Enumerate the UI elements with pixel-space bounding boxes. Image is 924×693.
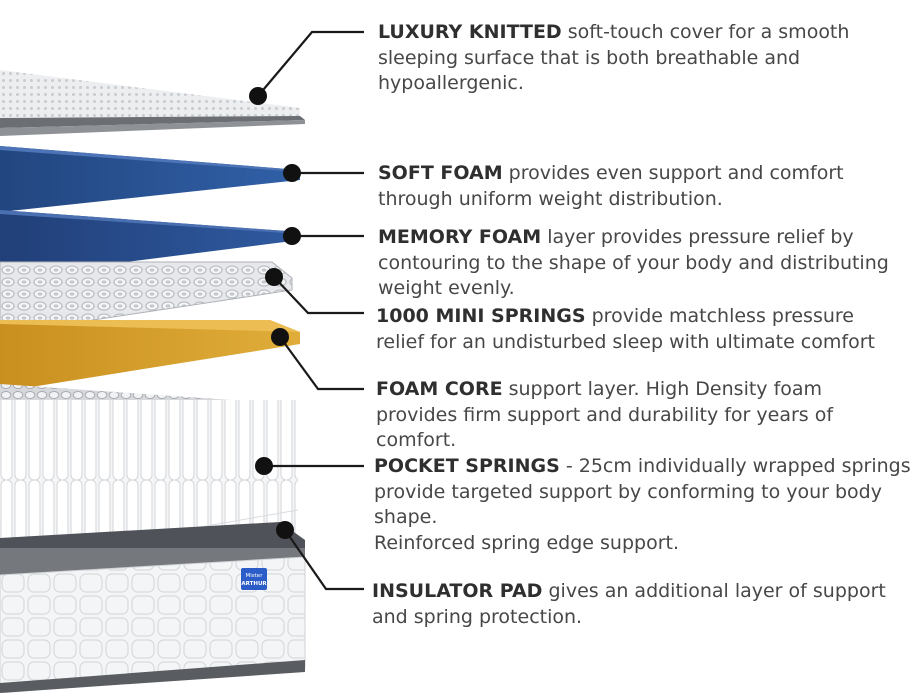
label-mini-springs: 1000 MINI SPRINGS provide matchless pres… (376, 304, 876, 355)
label-text: support layer. High Density foam provide… (376, 378, 834, 451)
brand-tag: Mister ARTHUR (241, 568, 267, 590)
dot-foam-core (271, 328, 289, 346)
leader-lines (257, 30, 364, 591)
layer-insulator-pad (0, 522, 306, 693)
label-text: provides even support and comfort throug… (378, 162, 844, 210)
layer-mini-springs (0, 261, 293, 335)
label-title: LUXURY KNITTED (378, 21, 562, 43)
layer-foam-core (0, 320, 300, 392)
leader-mini-springs (273, 276, 364, 315)
dot-luxury-knitted (249, 87, 267, 105)
brand-tag-bottom: ARTHUR (241, 581, 267, 587)
layer-memory-foam (0, 210, 300, 278)
label-pocket-springs: POCKET SPRINGS - 25cm individually wrapp… (374, 454, 922, 556)
label-foam-core: FOAM CORE support layer. High Density fo… (376, 377, 896, 454)
layer-soft-foam (0, 146, 300, 212)
label-text: soft-touch cover for a smooth sleeping s… (378, 21, 850, 94)
dot-memory-foam (283, 227, 301, 245)
brand-tag-top: Mister (246, 573, 264, 579)
label-title: FOAM CORE (376, 378, 503, 400)
label-title: MEMORY FOAM (378, 226, 542, 248)
leader-foam-core (279, 336, 364, 391)
leader-dots (249, 87, 301, 539)
leader-insulator-pad (284, 529, 364, 591)
dot-insulator-pad (276, 521, 294, 539)
label-title: POCKET SPRINGS (374, 455, 560, 477)
dot-mini-springs (265, 268, 283, 286)
label-title: SOFT FOAM (378, 162, 503, 184)
label-insulator-pad: INSULATOR PAD gives an additional layer … (372, 579, 892, 630)
label-memory-foam: MEMORY FOAM layer provides pressure reli… (378, 225, 918, 302)
label-text: gives an additional layer of support and… (372, 580, 886, 628)
label-luxury-knitted: LUXURY KNITTED soft-touch cover for a sm… (378, 20, 918, 97)
dot-pocket-springs (255, 457, 273, 475)
layer-luxury-knitted (0, 70, 305, 136)
label-text: layer provides pressure relief by contou… (378, 226, 889, 299)
label-text: 25cm individually wrapped springs provid… (374, 455, 911, 528)
label-separator: - (559, 455, 579, 477)
label-extra: Reinforced spring edge support. (374, 531, 680, 554)
label-title: INSULATOR PAD (372, 580, 543, 602)
dot-soft-foam (283, 164, 301, 182)
label-text: provide matchless pressure relief for an… (376, 305, 875, 353)
label-soft-foam: SOFT FOAM provides even support and comf… (378, 161, 918, 212)
label-title: 1000 MINI SPRINGS (376, 305, 586, 327)
leader-luxury-knitted (257, 30, 364, 97)
